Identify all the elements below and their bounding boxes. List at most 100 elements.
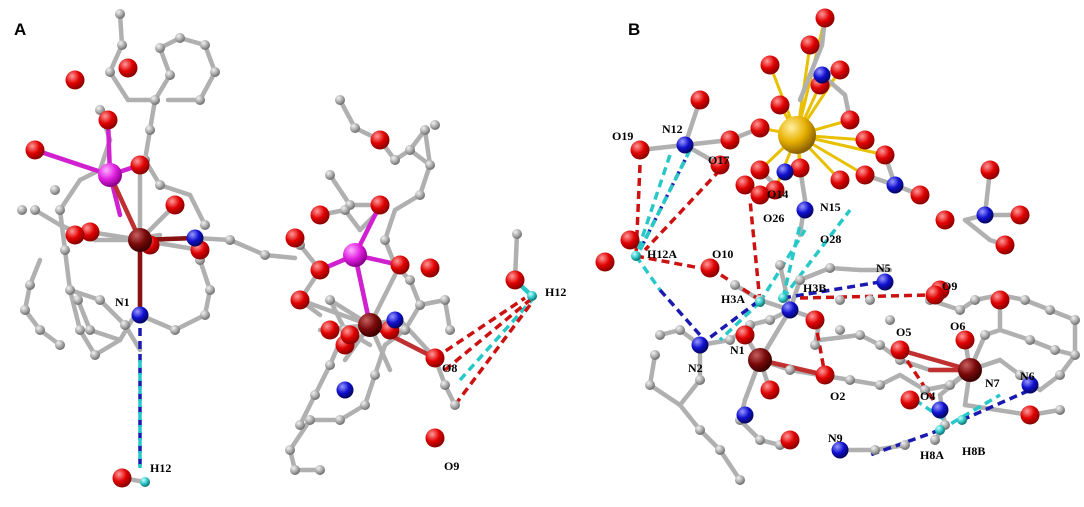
bond	[962, 402, 1033, 418]
carbon-atom	[55, 340, 65, 350]
bond	[962, 217, 993, 243]
hydrogen-bond	[799, 293, 931, 300]
carbon-atom	[55, 205, 65, 215]
nitrogen-atom	[386, 311, 404, 329]
carbon-atom	[285, 445, 295, 455]
atom-label: H8B	[962, 444, 985, 458]
oxygen-atom	[165, 195, 185, 215]
bond	[422, 127, 433, 168]
carbon-atom	[380, 235, 390, 245]
hydrogen-atom	[631, 251, 641, 261]
bond	[107, 69, 131, 103]
atom-label: N7	[985, 376, 1000, 390]
oxygen-atom	[505, 270, 525, 290]
bond	[717, 447, 743, 483]
oxygen-atom	[800, 35, 820, 55]
nitrogen-atom	[1021, 376, 1039, 394]
bond	[677, 377, 703, 408]
bond	[75, 297, 93, 333]
bond	[817, 332, 863, 343]
bond	[337, 97, 358, 131]
oxygen-atom	[760, 380, 780, 400]
metal-atom	[358, 313, 382, 337]
atom-label: H8A	[920, 448, 944, 462]
carbon-atom	[325, 360, 335, 370]
carbon-atom	[310, 390, 320, 400]
oxygen-atom	[130, 155, 150, 175]
bond	[827, 265, 863, 273]
hydrogen-bond	[453, 303, 532, 407]
bond	[187, 192, 208, 228]
carbon-atom	[150, 95, 160, 105]
carbon-atom	[195, 95, 205, 105]
oxygen-atom	[750, 185, 770, 205]
nitrogen-atom	[676, 136, 694, 154]
oxygen-atom	[990, 290, 1010, 310]
bond	[647, 352, 658, 388]
oxygen-atom	[310, 205, 330, 225]
bond	[97, 297, 128, 328]
nitrogen-atom	[931, 401, 949, 419]
atom-label: N15	[820, 200, 841, 214]
bond	[62, 247, 73, 293]
phosphorus-atom	[343, 243, 367, 267]
carbon-atom	[675, 325, 685, 335]
bond	[87, 327, 123, 343]
oxygen-atom	[815, 365, 835, 385]
hydrogen-bond	[658, 288, 702, 337]
atom-label: N1	[115, 295, 130, 309]
oxygen-atom	[855, 165, 875, 185]
bond	[287, 417, 313, 453]
carbon-atom	[855, 330, 865, 340]
atoms	[17, 8, 1080, 488]
atom-label: N12	[662, 122, 683, 136]
oxygen-atom	[340, 325, 360, 345]
carbon-atom	[35, 325, 45, 335]
bond	[297, 392, 318, 428]
carbon-atom	[875, 340, 885, 350]
carbon-atom	[65, 285, 75, 295]
carbon-atom	[645, 380, 655, 390]
carbon-atom	[875, 380, 885, 390]
oxygen-atom	[750, 160, 770, 180]
carbon-atom	[335, 415, 345, 425]
carbon-atom	[970, 295, 980, 305]
carbon-atom	[295, 420, 305, 430]
oxygen-atom	[995, 235, 1015, 255]
oxygen-atom	[830, 60, 850, 80]
oxygen-atom	[290, 290, 310, 310]
hydrogen-atom	[778, 293, 788, 303]
oxygen-atom	[735, 175, 755, 195]
bond	[142, 127, 153, 163]
carbon-atom	[980, 330, 990, 340]
bond	[172, 312, 208, 333]
atom-label: N9	[828, 431, 843, 445]
atom-label: O17	[708, 153, 729, 167]
carbon-atom	[85, 325, 95, 335]
oxygen-atom	[910, 185, 930, 205]
oxygen-atom	[750, 118, 770, 138]
hydrogen-bond	[638, 149, 692, 251]
carbon-atom	[900, 440, 910, 450]
carbon-atom	[1025, 335, 1035, 345]
bond	[32, 147, 113, 178]
carbon-atom	[105, 67, 115, 77]
oxygen-atom	[875, 145, 895, 165]
hydrogen-bond	[718, 300, 762, 342]
carbon-atom	[650, 350, 660, 360]
atom-label: H12A	[647, 247, 677, 261]
bond	[67, 287, 83, 333]
carbon-atom	[75, 325, 85, 335]
carbon-atom	[415, 190, 425, 200]
carbon-atom	[205, 285, 215, 295]
oxygen-atom	[765, 180, 785, 200]
bond	[57, 207, 68, 253]
carbon-atom	[305, 415, 315, 425]
oxygen-atom	[285, 228, 305, 248]
hydrogen-bond	[434, 296, 526, 360]
carbon-atom	[360, 400, 370, 410]
carbon-atom	[695, 425, 705, 435]
oxygen-atom	[855, 130, 875, 150]
carbon-atom	[335, 95, 345, 105]
atom-label: O9	[942, 279, 957, 293]
